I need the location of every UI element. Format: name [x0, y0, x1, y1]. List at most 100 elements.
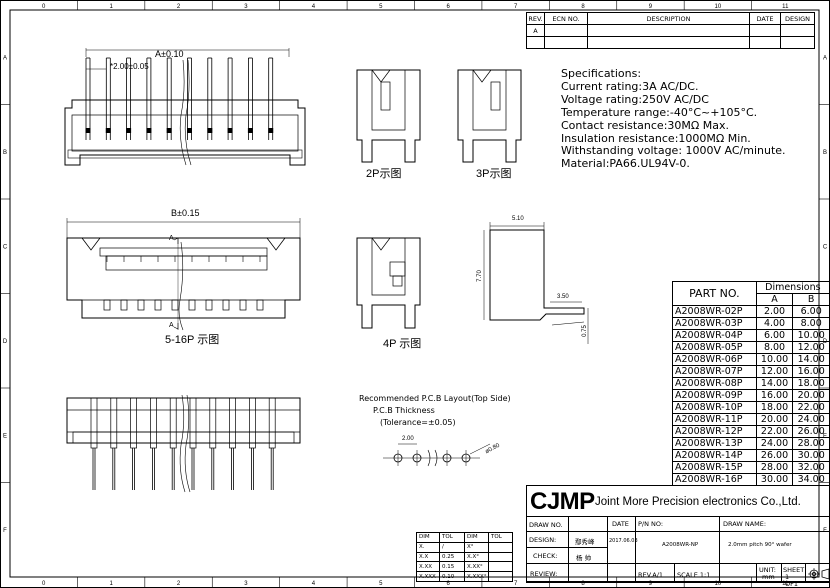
grid-col-label-bottom: 10: [715, 581, 722, 587]
view-2p-latch: [371, 69, 391, 83]
date-label: DATE: [607, 516, 636, 532]
dim-a-label: A±0.10: [155, 49, 184, 59]
revision-table: REV. ECN NO. DESCRIPTION DATE DESIGN A: [526, 12, 815, 49]
sheet-value: 1 OF1: [785, 573, 798, 588]
spec-voltage: Voltage rating:250V AC/DC: [561, 92, 709, 106]
dim-a-cell: 4.00: [755, 317, 794, 330]
spec-temperature: Temperature range:-40°C~+105°C.: [561, 105, 758, 119]
part-no-cell: A2008WR-03P: [672, 317, 757, 330]
dim-b-cell: 6.00: [792, 305, 830, 318]
part-no-cell: A2008WR-02P: [672, 305, 757, 318]
side-lead: [551, 321, 585, 326]
tolerance-cell: [488, 561, 513, 573]
view-3p-latch: [472, 69, 492, 83]
view-4p-pin: [392, 275, 403, 287]
sheet-cell: SHEET 1 OF1: [781, 563, 806, 588]
grid-row-label-right: A: [823, 55, 827, 61]
dim-a-cell: 24.00: [755, 437, 794, 450]
view-3p-pin: [490, 81, 501, 111]
bottom-view-pin-body: [229, 397, 236, 449]
part-no-cell: A2008WR-07P: [672, 365, 757, 378]
unit-label: UNIT:: [759, 566, 776, 574]
front-view-pin: [171, 299, 179, 311]
grid-row-label-right: C: [823, 244, 828, 250]
blank-cell: [719, 563, 757, 583]
grid-col-label-top: 8: [581, 4, 585, 10]
view-2p-inner: [371, 70, 406, 131]
tolerance-row: X./X°: [416, 541, 513, 553]
part-no-cell: A2008WR-11P: [672, 413, 757, 426]
title-block: CJMP Joint More Precision electronics Co…: [526, 485, 830, 588]
company-name: Joint More Precision electronics Co.,Ltd…: [595, 496, 801, 508]
tol-dim2-header: DIM: [464, 532, 489, 543]
dimensions-header: Dimensions: [755, 281, 830, 294]
front-view-pin: [239, 299, 247, 311]
front-view-housing: [99, 247, 268, 257]
grid-col-label-top: 10: [715, 4, 722, 10]
dim-a-cell: 26.00: [755, 449, 794, 462]
tolerance-cell: X.X: [416, 551, 440, 563]
top-view-pin-square: [146, 128, 152, 133]
part-no-cell: A2008WR-16P: [672, 473, 757, 486]
tol-tol2-header: TOL: [488, 532, 513, 543]
dim-b-cell: 34.00: [792, 473, 830, 486]
front-view-pin: [222, 299, 230, 311]
company-logo: CJMP: [530, 488, 595, 515]
dim-b-cell: 28.00: [792, 437, 830, 450]
tolerance-cell: /: [439, 541, 465, 553]
top-view-pin-square: [126, 128, 132, 133]
front-view-pin: [188, 299, 196, 311]
grid-row-label-left: A: [3, 55, 7, 61]
tolerance-cell: [488, 541, 513, 553]
tolerance-cell: 0.15: [439, 561, 465, 573]
dim-a-cell: 20.00: [755, 413, 794, 426]
view-3p-label: 3P示图: [476, 168, 512, 180]
break-line: [184, 394, 191, 493]
dim-b-cell: 8.00: [792, 317, 830, 330]
grid-col-label-bottom: 0: [42, 581, 46, 587]
design-label: DESIGN:: [526, 531, 569, 548]
view-516p-label: 5-16P 示图: [165, 334, 220, 346]
dim-a-cell: 30.00: [755, 473, 794, 486]
view-2p-pin: [380, 81, 391, 111]
bottom-view-flange: [72, 431, 295, 444]
draw-no-value: [568, 516, 608, 532]
dim-b-cell: 16.00: [792, 365, 830, 378]
dim-a-cell: 2.00: [755, 305, 794, 318]
tolerance-cell: X.X°: [464, 551, 489, 563]
dim-b-label: B±0.15: [171, 208, 200, 218]
review-value: [568, 563, 608, 583]
col-a-header: A: [755, 293, 794, 306]
pn-value: A2008WR-NP: [635, 531, 720, 564]
grid-col-label-bottom: 11: [782, 581, 789, 587]
grid-col-label-bottom: 6: [447, 581, 451, 587]
spec-current: Current rating:3A AC/DC.: [561, 79, 699, 93]
dim-b-cell: 20.00: [792, 389, 830, 402]
side-dim-350: 3.50: [557, 294, 569, 300]
ecn-cell: [544, 24, 588, 37]
pcb-hole-leader: [469, 443, 491, 455]
tolerance-cell: X.XXX°: [464, 571, 489, 582]
top-view-pin-square: [187, 128, 192, 133]
pcb-break: [427, 449, 431, 467]
top-view-pin-square: [227, 128, 233, 133]
dim-b-cell: 22.00: [792, 401, 830, 414]
bottom-view-pin-body: [209, 397, 217, 449]
part-no-cell: A2008WR-06P: [672, 353, 757, 366]
tolerance-cell: [488, 571, 513, 582]
top-view-pin-square: [247, 128, 253, 133]
tolerance-cell: X.XX: [416, 561, 440, 573]
tolerance-cell: 0.25: [439, 551, 465, 563]
part-no-cell: A2008WR-13P: [672, 437, 757, 450]
grid-col-label-bottom: 9: [649, 581, 653, 587]
grid-row-label-right: B: [823, 150, 827, 156]
grid-col-label-top: 0: [42, 4, 46, 10]
bottom-view-pin-body: [90, 397, 98, 449]
